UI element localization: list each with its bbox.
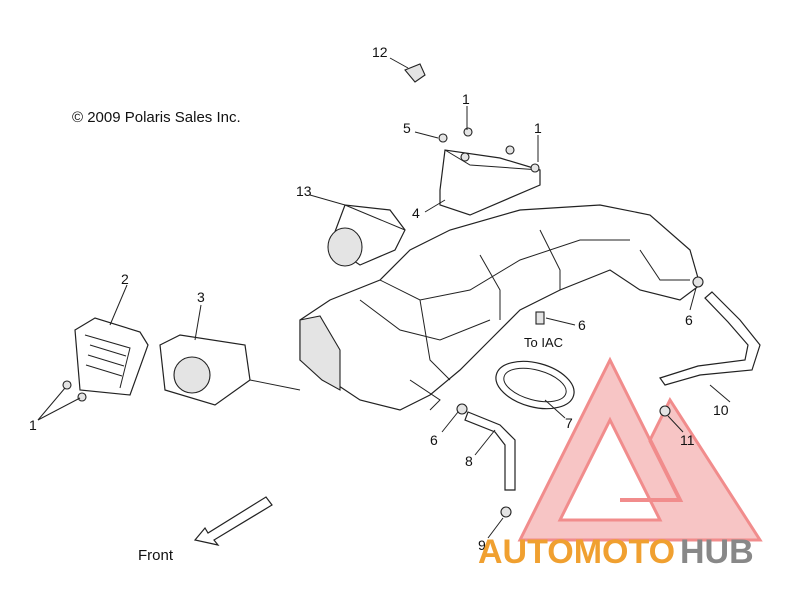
front-arrow	[193, 496, 273, 546]
part-10-hose	[659, 276, 761, 386]
callout-9: 9	[478, 537, 486, 553]
callout-2: 2	[121, 271, 129, 287]
callout-3: 3	[197, 289, 205, 305]
intake-manifold	[299, 204, 701, 411]
to-iac-note: To IAC	[524, 335, 563, 350]
callout-11: 11	[680, 432, 695, 448]
part-13-boot	[327, 204, 406, 267]
watermark-text-hub: HUB	[680, 533, 754, 571]
part-12-fastener	[404, 63, 426, 83]
callout-1-left: 1	[29, 417, 37, 433]
watermark-logo	[517, 356, 763, 542]
callout-1-top-b: 1	[534, 120, 542, 136]
callout-4: 4	[412, 205, 420, 221]
leader-lines	[37, 57, 731, 539]
part-8-hose	[456, 403, 516, 491]
part-4-bracket	[438, 127, 541, 216]
part-11-clamp	[659, 405, 671, 417]
callout-6-right: 6	[685, 312, 693, 328]
part-2-filter	[62, 317, 149, 402]
part-9-fitting	[500, 506, 512, 518]
callout-8: 8	[465, 453, 473, 469]
part-7-gasket	[495, 360, 575, 410]
copyright-text: © 2009 Polaris Sales Inc.	[72, 109, 241, 126]
callout-6-mid: 6	[578, 317, 586, 333]
part-3-adapter	[159, 334, 301, 406]
callout-5: 5	[403, 120, 411, 136]
front-label: Front	[138, 547, 174, 564]
callout-6-low: 6	[430, 432, 438, 448]
watermark-text-automoto: AUTOMOTO	[478, 533, 675, 571]
part-6-fitting	[535, 311, 545, 325]
callout-13: 13	[296, 183, 312, 199]
callout-12: 12	[372, 44, 388, 60]
callout-7: 7	[565, 415, 573, 431]
callout-10: 10	[713, 402, 729, 418]
callout-1-top-a: 1	[462, 91, 470, 107]
